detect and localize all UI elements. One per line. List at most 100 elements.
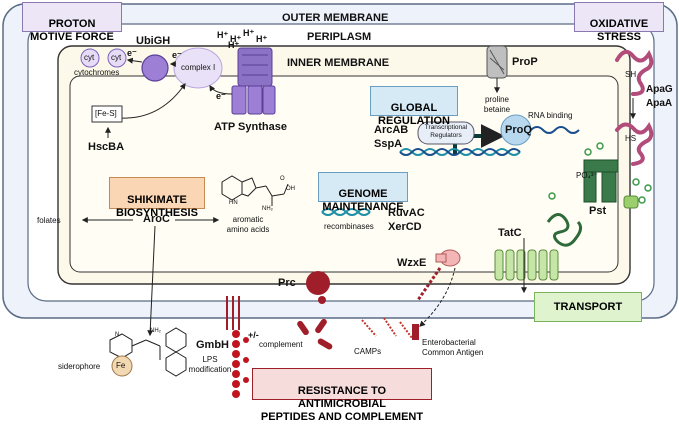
complement-label: complement xyxy=(259,340,303,349)
oxidative-stress-label: OXIDATIVE STRESS xyxy=(589,18,649,43)
sspa-label: SspA xyxy=(374,138,403,150)
recombinases-label: recombinases xyxy=(324,222,374,231)
tatc-label: TatC xyxy=(498,227,522,239)
ubigh-shape xyxy=(141,54,169,82)
o-label: O xyxy=(280,176,285,182)
fe-label: Fe xyxy=(116,361,126,370)
apaa-label: ApaA xyxy=(646,98,673,109)
proton-label-2: H⁺ xyxy=(230,34,242,44)
ecа-chain xyxy=(416,267,442,301)
transport-box: TRANSPORT xyxy=(534,292,642,322)
transcriptional-regulators-shape xyxy=(417,121,475,145)
shikimate-biosynthesis-box: SHIKIMATE BIOSYNTHESIS xyxy=(109,177,205,219)
transcriptional-regulators-label: Transcriptional Regulators xyxy=(424,124,468,139)
phosphate-dot xyxy=(596,142,604,150)
cyt-label-2: cyt xyxy=(111,53,122,62)
rna-wave xyxy=(530,126,580,134)
complex-i-label: complex I xyxy=(181,63,216,72)
pst-label: Pst xyxy=(589,205,607,217)
transport-label: TRANSPORT xyxy=(553,301,623,313)
phosphate-dot xyxy=(638,196,646,204)
pst-shape xyxy=(583,159,639,209)
wzxe-shape xyxy=(435,249,461,267)
oxidative-stress-box: OXIDATIVE STRESS xyxy=(574,2,664,43)
dna-helix-regulators-2 xyxy=(399,148,521,156)
outer-membrane-label: OUTER MEMBRANE xyxy=(282,12,389,24)
dna-helix-recombinases-2 xyxy=(321,208,371,216)
resistance-label: RESISTANCE TO ANTIMICROBIAL PEPTIDES AND… xyxy=(260,385,424,423)
substrate-protein xyxy=(546,213,583,247)
fe-circle xyxy=(111,355,133,377)
eca-label: Enterobacterial Common Antigen xyxy=(422,338,484,357)
aromatic-amino-acids-label: aromatic amino acids xyxy=(226,215,270,234)
inner-membrane-label: INNER MEMBRANE xyxy=(287,57,390,69)
sh-label: SH xyxy=(625,70,637,79)
prop-label: ProP xyxy=(512,56,538,68)
camps-label: CAMPs xyxy=(354,347,382,356)
cytochromes-label: cytochromes xyxy=(74,68,120,77)
fe-s-shape xyxy=(91,105,123,123)
proton-label-1: H⁺ xyxy=(217,30,229,40)
electron-label-1: e⁻ xyxy=(127,48,137,58)
proton-label-3: H⁺ xyxy=(243,28,255,38)
gmbh-label: GmbH xyxy=(196,339,229,351)
atp-synthase-label: ATP Synthase xyxy=(214,121,287,133)
genome-maintenance-label: GENOME MAINTENANCE xyxy=(322,188,404,213)
proton-motive-force-box: PROTON MOTIVE FORCE xyxy=(22,2,122,43)
proq-label: ProQ xyxy=(505,124,532,136)
phosphate-dot xyxy=(632,178,640,186)
ruvac-label: RuvAC xyxy=(388,207,425,219)
po4-label: PO₄³⁻ xyxy=(576,171,598,180)
aroc-label: AroC xyxy=(143,213,170,225)
complement-fragments xyxy=(297,318,333,350)
arrow-fes-to-complex xyxy=(119,83,186,119)
cyt-2-shape xyxy=(107,48,127,68)
hn-label: HN xyxy=(229,200,238,206)
apa-protein-top xyxy=(615,49,654,96)
complex-i-shape xyxy=(173,47,223,89)
lps-chains xyxy=(226,296,240,330)
wzxe-label: WzxE xyxy=(397,257,427,269)
phosphate-dot xyxy=(584,148,592,156)
siderophore-structure xyxy=(109,327,187,377)
proton-label-5: H⁺ xyxy=(256,34,268,44)
hs-label: HS xyxy=(625,134,637,143)
cyt-label-1: cyt xyxy=(84,53,95,62)
rna-binding-label: RNA binding xyxy=(528,111,573,120)
proline-betaine-label: proline betaine xyxy=(483,95,511,114)
proton-label-4: H⁺ xyxy=(228,40,240,50)
siderophore-label: siderophore xyxy=(58,362,101,371)
atp-synthase-shape xyxy=(231,47,276,115)
electron-label-3: e⁻ xyxy=(216,91,226,101)
global-regulation-box: GLOBAL REGULATION xyxy=(370,86,458,127)
folates-label: folates xyxy=(37,216,61,225)
camps-peptides xyxy=(361,317,413,339)
ubigh-label: UbiGH xyxy=(136,35,171,47)
lps-sugar-chain xyxy=(232,330,249,398)
arrow-aroc-siderophore xyxy=(147,225,156,337)
periplasm-label: PERIPLASM xyxy=(307,31,372,43)
plus-minus-label: +/- xyxy=(248,330,259,340)
arrow-atp-to-complex xyxy=(209,84,233,95)
arrow-ubigh-to-cyt xyxy=(126,57,143,64)
apag-label: ApaG xyxy=(646,84,673,95)
eca-molecule xyxy=(412,324,419,340)
n-label: N xyxy=(115,332,120,338)
global-regulation-label: GLOBAL REGULATION xyxy=(378,102,450,127)
arrow-wzxe-eca xyxy=(419,267,456,327)
shikimate-biosynthesis-label: SHIKIMATE BIOSYNTHESIS xyxy=(116,194,198,219)
lps-modification-label: LPS modification xyxy=(188,355,232,374)
resistance-box: RESISTANCE TO ANTIMICROBIAL PEPTIDES AND… xyxy=(252,368,432,423)
xercd-label: XerCD xyxy=(388,221,422,233)
prop-shape xyxy=(486,45,508,79)
nh2-label-tryptophan: NH₂ xyxy=(262,206,273,212)
oh-label: OH xyxy=(286,186,295,192)
genome-maintenance-box: GENOME MAINTENANCE xyxy=(318,172,408,213)
fe-s-label: [Fe-S] xyxy=(95,109,117,118)
proton-motive-force-label: PROTON MOTIVE FORCE xyxy=(30,18,114,43)
phosphate-dot xyxy=(548,192,556,200)
electron-label-2: e⁻ xyxy=(172,50,182,60)
cyt-1-shape xyxy=(80,48,100,68)
tatc-shape xyxy=(494,249,559,281)
hscba-label: HscBA xyxy=(88,141,125,153)
